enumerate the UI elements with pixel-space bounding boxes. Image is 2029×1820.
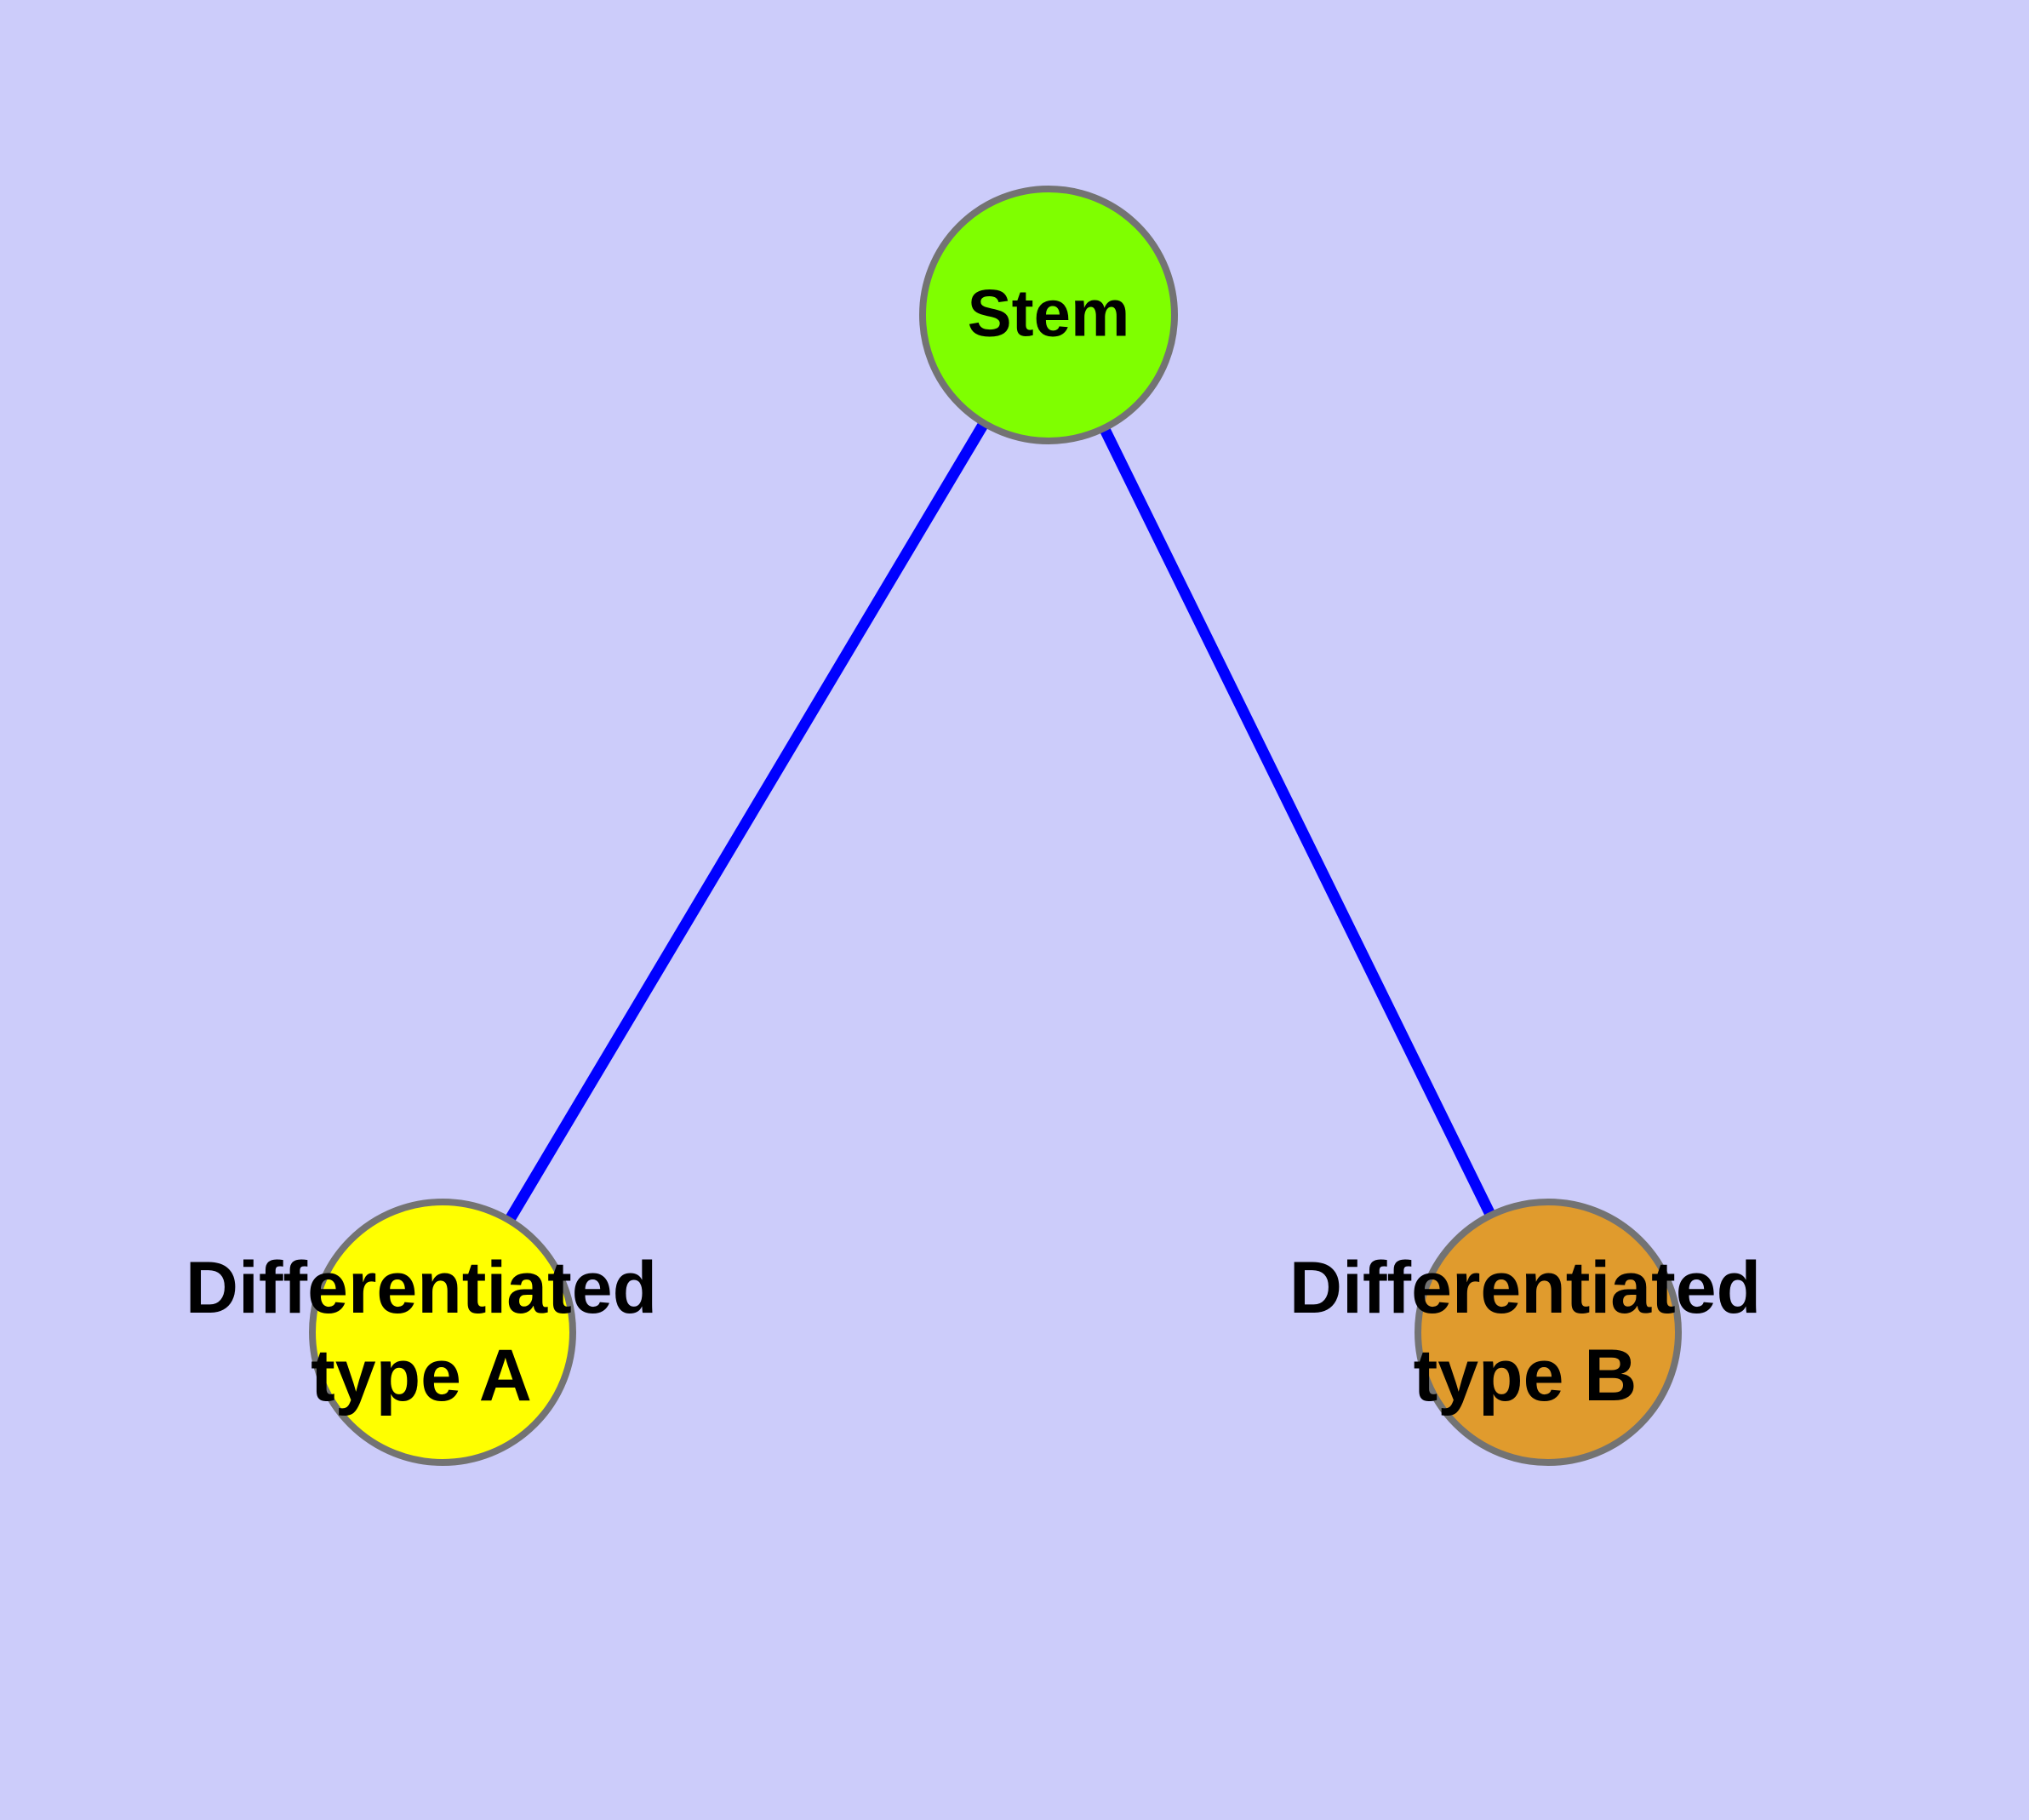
differentiated-type-a-node-circle[interactable]	[309, 1199, 576, 1466]
node-label-layer: Differentiated type A Differentiated typ…	[186, 1247, 1761, 1417]
node-differentiated-type-a[interactable]	[309, 1199, 576, 1466]
differentiated-type-a-label-line2: type A	[311, 1335, 532, 1417]
differentiated-type-a-label-line1: Differentiated	[186, 1247, 657, 1329]
node-layer: Stem	[309, 186, 1682, 1466]
edge-layer	[437, 312, 1553, 1336]
differentiated-type-b-node-circle[interactable]	[1415, 1199, 1682, 1466]
differentiated-type-b-label-line1: Differentiated	[1289, 1247, 1761, 1329]
node-differentiated-type-b[interactable]	[1415, 1199, 1682, 1466]
stem-node-circle[interactable]	[919, 186, 1178, 444]
edge-stem-to-differentiated-type-a[interactable]	[437, 312, 1054, 1336]
stem-node-label: Stem	[968, 276, 1130, 351]
edge-stem-to-differentiated-type-b[interactable]	[1043, 312, 1553, 1335]
node-stem[interactable]: Stem	[919, 186, 1178, 444]
differentiated-type-b-label-line2: type B	[1414, 1335, 1637, 1417]
